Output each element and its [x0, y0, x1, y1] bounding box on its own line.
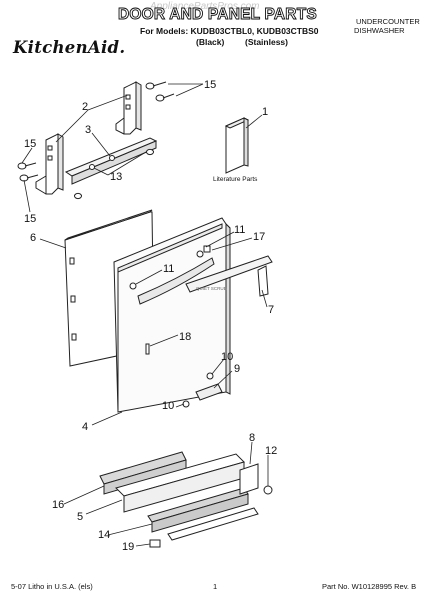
- callout-3: 3: [85, 124, 91, 136]
- callout-11-left: 11: [163, 263, 174, 275]
- callout-6: 6: [30, 232, 36, 244]
- callout-12: 12: [265, 445, 277, 457]
- kick-plate-assembly: [99, 451, 273, 548]
- callout-10-top: 10: [221, 351, 233, 363]
- latch-handle: [182, 245, 223, 408]
- product-type-line1: UNDERCOUNTER: [356, 17, 420, 26]
- callout-19: 19: [122, 541, 134, 553]
- callout-4: 4: [82, 421, 88, 433]
- callout-16: 16: [52, 499, 64, 511]
- callout-11-right: 11: [234, 224, 245, 236]
- callout-labels: 15 1 2 3 15 13 15 6 11 17 11 7 18 10 9 1…: [24, 79, 277, 553]
- callout-8: 8: [249, 432, 255, 444]
- callout-10-bottom: 10: [162, 400, 174, 412]
- callout-15-top: 15: [204, 79, 216, 91]
- callout-17: 17: [253, 231, 265, 243]
- footer-litho: 5-07 Litho in U.S.A. (els): [11, 582, 93, 591]
- callout-2: 2: [82, 101, 88, 113]
- callout-18: 18: [179, 331, 191, 343]
- models-line: For Models: KUDB03CTBL0, KUDB03CTBS0: [140, 26, 319, 36]
- callout-15-bottom: 15: [24, 213, 36, 225]
- control-panel-overlay: QUIET SCRUB: [185, 255, 273, 297]
- product-type-line2: DISHWASHER: [354, 26, 405, 35]
- callout-7: 7: [268, 304, 274, 316]
- callout-5: 5: [77, 511, 83, 523]
- watermark-text: AppliancePartsPros.com: [150, 1, 260, 12]
- svg-text:QUIET SCRUB: QUIET SCRUB: [196, 286, 227, 291]
- literature-booklet: [224, 117, 250, 174]
- hinge-assembly: [17, 81, 175, 200]
- footer-page-number: 1: [213, 582, 218, 591]
- callout-15-left: 15: [24, 138, 36, 150]
- footer-part-number: Part No. W10128995 Rev. B: [322, 582, 417, 591]
- page-title: DOOR AND PANEL PARTS: [118, 6, 318, 24]
- callout-9: 9: [234, 363, 240, 375]
- door-outer-panel: [113, 217, 231, 413]
- finish-stainless: (Stainless): [245, 37, 288, 47]
- callout-1: 1: [262, 106, 268, 118]
- finish-black: (Black): [196, 37, 225, 47]
- leader-lines: [21, 83, 269, 547]
- callout-14: 14: [98, 529, 110, 541]
- literature-parts-label: Literature Parts: [213, 176, 258, 183]
- brand-logo: KitchenAid.: [13, 38, 126, 57]
- callout-13: 13: [110, 171, 122, 183]
